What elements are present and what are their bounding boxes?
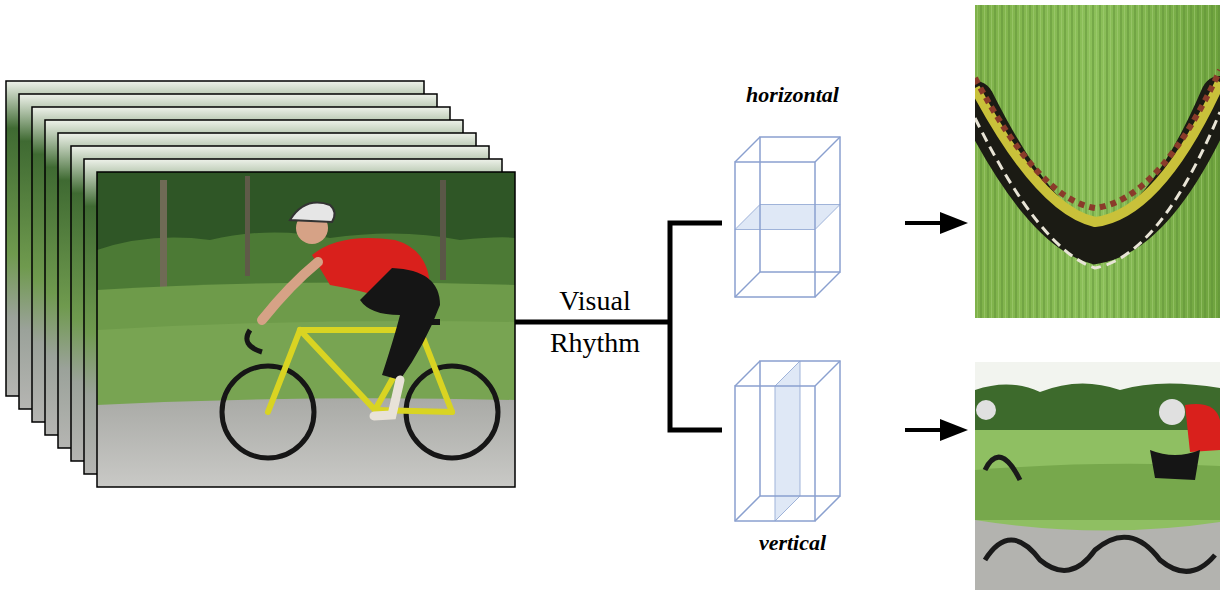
slice-plane	[735, 205, 840, 230]
branch-bracket	[515, 223, 722, 430]
cube-label: vertical	[700, 530, 885, 556]
cube-outline	[735, 361, 840, 521]
cyclist-frame	[97, 172, 515, 487]
horizontal-rhythm-image	[975, 5, 1220, 318]
cube-outline	[735, 137, 840, 297]
vertical-rhythm-image	[975, 362, 1220, 590]
slice-plane	[775, 361, 800, 521]
slice-cube: horizontal	[700, 78, 885, 302]
output-arrow	[905, 212, 968, 441]
method-label: Visual Rhythm	[530, 280, 660, 364]
slice-cube: vertical	[700, 356, 885, 566]
cube-label: horizontal	[700, 82, 885, 108]
cube-shape	[700, 78, 875, 302]
